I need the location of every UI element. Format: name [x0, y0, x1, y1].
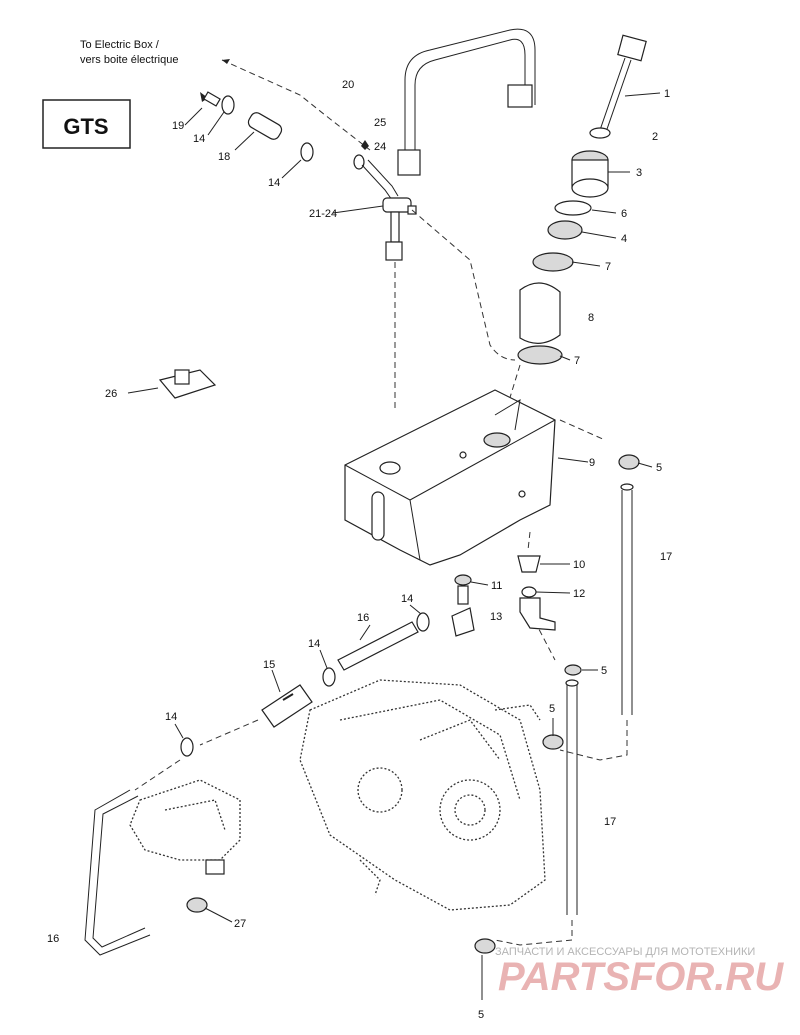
callout-20: 20	[342, 79, 354, 91]
callout-16a: 16	[357, 612, 369, 624]
callout-14a: 14	[401, 593, 413, 605]
callout-15: 15	[263, 659, 275, 671]
callout-14e: 14	[268, 177, 280, 189]
electric-box-note: To Electric Box / vers boite électrique	[80, 39, 371, 151]
callout-10: 10	[573, 559, 585, 571]
callout-5b: 5	[601, 665, 607, 677]
fuel-pump-outline	[129, 779, 241, 875]
fuel-line-and-filter	[84, 612, 430, 956]
callout-7a: 7	[605, 261, 611, 273]
electric-box-note-line2: vers boite électrique	[80, 54, 178, 66]
watermark-tagline: ЗАПЧАСТИ И АКСЕССУАРЫ ДЛЯ МОТОТЕХНИКИ	[495, 946, 755, 958]
callout-26: 26	[105, 388, 117, 400]
vent-hose-loop	[397, 28, 536, 176]
callout-7b: 7	[574, 355, 580, 367]
callout-14c: 14	[165, 711, 177, 723]
vent-fittings	[200, 91, 516, 410]
callout-27: 27	[234, 918, 246, 930]
callout-17b: 17	[604, 816, 616, 828]
callout-19: 19	[172, 120, 184, 132]
model-badge: GTS	[42, 99, 131, 149]
model-badge-label: GTS	[63, 114, 108, 139]
vent-line-to-electric-box	[221, 59, 371, 151]
callout-11: 11	[491, 580, 502, 592]
arrow-head-icon	[222, 59, 230, 64]
electric-box-note-line1: To Electric Box /	[80, 39, 160, 51]
callout-9: 9	[589, 457, 595, 469]
callout-13: 13	[490, 611, 502, 623]
tank-fittings	[451, 555, 556, 637]
callout-3: 3	[636, 167, 642, 179]
fuel-tank	[344, 389, 556, 566]
callout-2: 2	[652, 131, 658, 143]
callout-17a: 17	[660, 551, 672, 563]
callout-18: 18	[218, 151, 230, 163]
callout-4: 4	[621, 233, 627, 245]
callout-24: 24	[374, 141, 386, 153]
hose-clip	[158, 369, 217, 399]
callout-14d: 14	[193, 133, 205, 145]
leader-lines	[127, 92, 661, 1000]
callout-labels: 1 2 3 6 4 7 8 7 9 5 17 10 11 12 13 5 5 1…	[47, 79, 672, 1021]
callout-1: 1	[664, 88, 670, 100]
callout-14b: 14	[308, 638, 320, 650]
watermark-logo: PARTSFOR.RU	[498, 955, 784, 999]
watermark: ЗАПЧАСТИ И АКСЕССУАРЫ ДЛЯ МОТОТЕХНИКИ PA…	[495, 946, 784, 999]
callout-25: 25	[374, 117, 386, 129]
engine-block-outline	[299, 679, 564, 911]
callout-5d: 5	[478, 1009, 484, 1021]
callout-8: 8	[588, 312, 594, 324]
callout-12: 12	[573, 588, 585, 600]
callout-16b: 16	[47, 933, 59, 945]
callout-21-24: 21-24	[309, 208, 337, 220]
filler-neck-assembly	[499, 34, 647, 431]
callout-5c: 5	[549, 703, 555, 715]
callout-6: 6	[621, 208, 627, 220]
callout-5a: 5	[656, 462, 662, 474]
fuel-return-lines	[474, 419, 640, 954]
